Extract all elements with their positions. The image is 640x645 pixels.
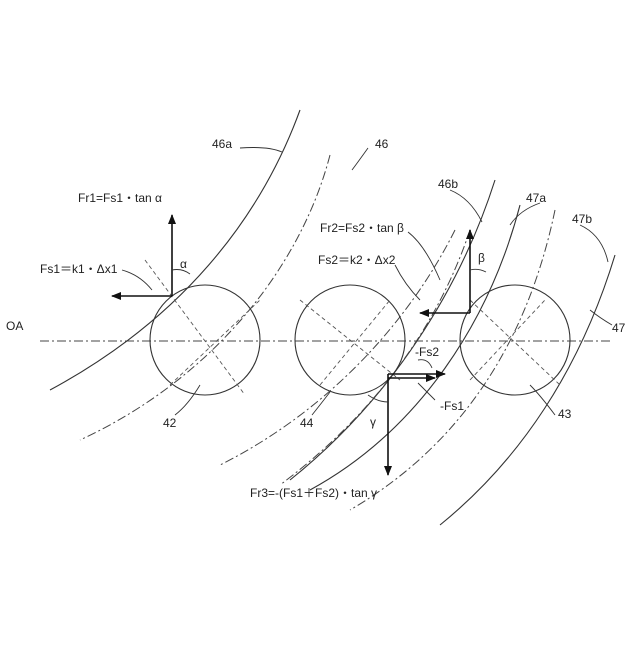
ball-44-diagonal xyxy=(300,300,400,380)
leader-42 xyxy=(175,385,200,415)
leader-43 xyxy=(530,385,555,415)
label-gamma: γ xyxy=(370,415,376,429)
label-fs2: Fs2＝k2・Δx2 xyxy=(318,253,396,267)
leader-fr2 xyxy=(408,232,440,280)
curve-46a xyxy=(50,110,300,390)
label-fr1: Fr1=Fs1・tan α xyxy=(78,191,162,205)
label-46a: 46a xyxy=(212,137,232,151)
leader-neg-fs2 xyxy=(418,360,432,368)
leader-47a xyxy=(510,203,540,225)
label-beta: β xyxy=(478,251,485,265)
label-42: 42 xyxy=(163,416,177,430)
label-fs1: Fs1＝k1・Δx1 xyxy=(40,262,118,276)
leader-47 xyxy=(590,310,612,325)
angle-beta-arc xyxy=(470,269,486,272)
label-46: 46 xyxy=(375,137,389,151)
label-47: 47 xyxy=(612,321,626,335)
label-44: 44 xyxy=(300,416,314,430)
label-43: 43 xyxy=(558,407,572,421)
label-fr2: Fr2=Fs2・tan β xyxy=(320,221,404,235)
label-47a: 47a xyxy=(526,191,546,205)
leader-47b xyxy=(580,225,608,262)
leader-46 xyxy=(352,148,368,170)
leader-fs1 xyxy=(122,270,152,290)
ball-42-diagonal-2 xyxy=(170,300,260,385)
curve-46b-chain xyxy=(280,230,470,485)
leader-46b xyxy=(450,190,482,222)
ball-43-diagonal xyxy=(470,300,560,385)
label-46b: 46b xyxy=(438,177,458,191)
ball-43-diagonal-2 xyxy=(470,300,545,380)
label-47b: 47b xyxy=(572,212,592,226)
curve-47b xyxy=(440,255,615,525)
label-fr3: Fr3=-(Fs1＋Fs2)・tan γ xyxy=(250,486,377,500)
ball-44-diagonal-2 xyxy=(320,300,390,385)
label-oa: OA xyxy=(6,319,23,333)
label-neg-fs1: -Fs1 xyxy=(440,399,464,413)
ball-42 xyxy=(150,285,260,395)
label-alpha: α xyxy=(180,257,187,271)
leader-46a xyxy=(240,148,282,153)
label-neg-fs2: -Fs2 xyxy=(415,345,439,359)
